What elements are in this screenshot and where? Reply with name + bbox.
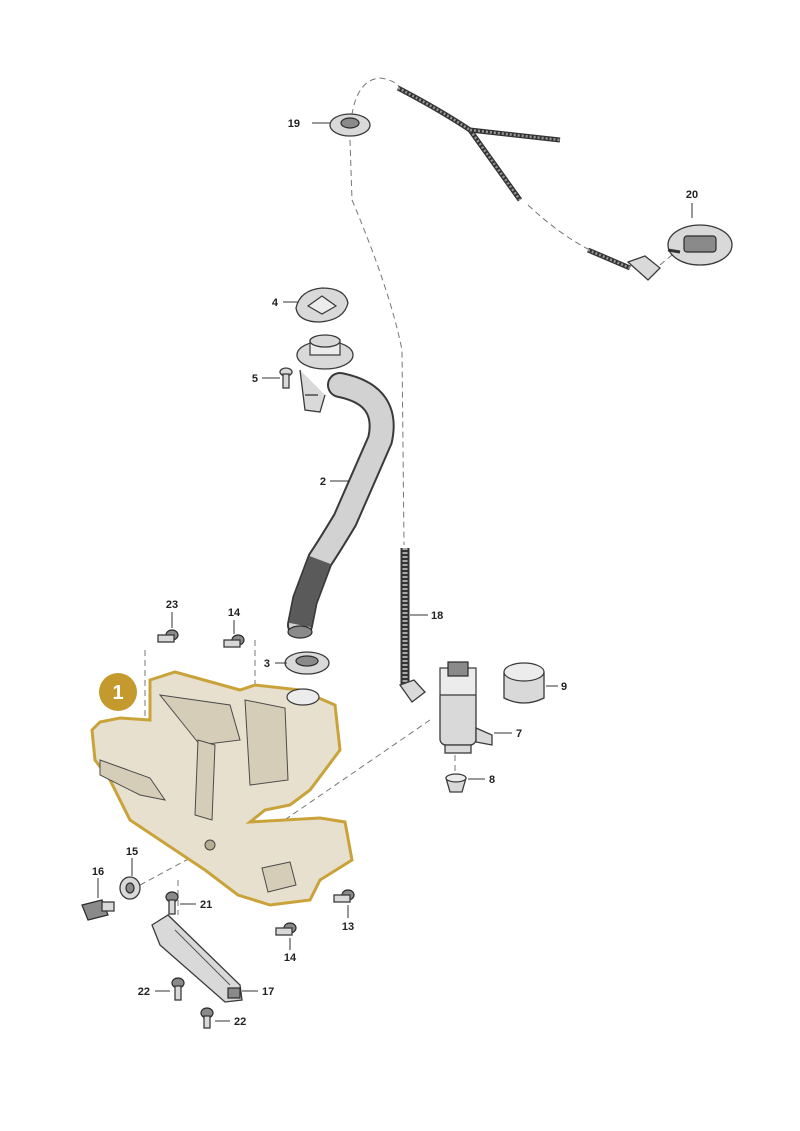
callout-18: 18 <box>431 610 443 622</box>
filler-hose <box>287 372 395 639</box>
washer-nozzle <box>667 224 733 266</box>
callout-1: 1 <box>112 682 123 704</box>
callout-16: 16 <box>92 866 104 878</box>
callout-19: 19 <box>288 118 300 130</box>
seal-8 <box>445 773 467 793</box>
callout-13: 13 <box>342 921 354 933</box>
screw-22-upper <box>171 977 185 1001</box>
callout-20: 20 <box>686 189 698 201</box>
screw-5 <box>279 367 293 389</box>
callout-5: 5 <box>252 373 258 385</box>
screw-14-bottom <box>275 922 297 936</box>
screw-14-top <box>223 634 245 648</box>
bracket-17 <box>151 914 243 1003</box>
screw-23 <box>157 629 179 643</box>
callout-22-lower: 22 <box>234 1016 246 1028</box>
washer-hose-top <box>396 85 661 281</box>
callout-8: 8 <box>489 774 495 786</box>
callout-14-bottom: 14 <box>284 952 297 964</box>
callout-4: 4 <box>272 297 279 309</box>
callout-labels: 19 20 4 5 2 3 18 9 7 8 23 14 13 14 15 16… <box>92 118 698 1028</box>
callout-23: 23 <box>166 599 178 611</box>
hose-18 <box>398 548 426 703</box>
grommet-19 <box>329 113 371 137</box>
callout-14-top: 14 <box>228 607 241 619</box>
screw-22-lower <box>200 1007 214 1029</box>
callout-15: 15 <box>126 846 138 858</box>
filler-cap <box>295 287 349 323</box>
callout-3: 3 <box>264 658 270 670</box>
sleeve-9 <box>503 662 545 704</box>
seal-15 <box>119 876 141 900</box>
filler-neck <box>296 334 354 413</box>
grommet-3 <box>284 651 330 675</box>
callout-7: 7 <box>516 728 522 740</box>
washer-pump <box>439 661 493 754</box>
level-sensor <box>81 899 115 921</box>
part-1-badge: 1 <box>99 673 137 711</box>
washer-reservoir <box>90 670 354 907</box>
screw-21 <box>165 891 179 915</box>
leader-lines <box>97 122 693 1022</box>
callout-9: 9 <box>561 681 567 693</box>
callout-22-upper: 22 <box>138 986 150 998</box>
callout-17: 17 <box>262 986 274 998</box>
callout-2: 2 <box>320 476 326 488</box>
callout-21: 21 <box>200 899 212 911</box>
screw-13 <box>333 889 355 903</box>
